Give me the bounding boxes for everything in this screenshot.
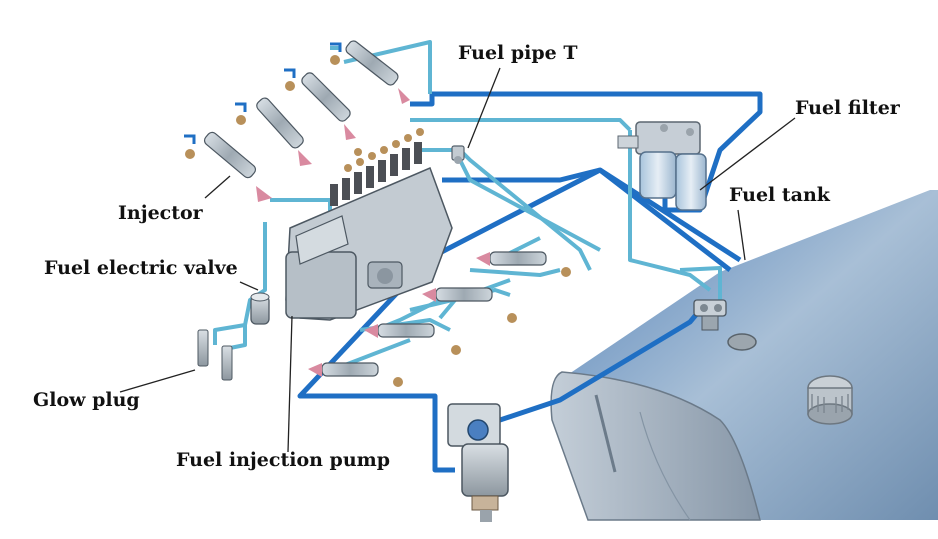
- injector: [301, 72, 356, 140]
- label-glow-plug: Glow plug: [33, 389, 140, 411]
- label-fuel-filter: Fuel filter: [795, 97, 900, 119]
- injector-return-fittings: [184, 42, 342, 159]
- injectors-lower: [308, 251, 571, 387]
- pump-fittings: [344, 128, 424, 172]
- label-fuel-pipe-t: Fuel pipe T: [458, 42, 578, 64]
- fuel-tank: [550, 190, 938, 521]
- pump-delivery-valves: [330, 142, 422, 206]
- fuel-filter: [617, 121, 707, 211]
- fuel-pipe-t: [451, 145, 465, 164]
- injector: [422, 287, 517, 323]
- water-separator: [447, 403, 509, 522]
- tank-sender: [693, 299, 727, 331]
- injector: [364, 323, 461, 355]
- label-fuel-tank: Fuel tank: [729, 184, 830, 206]
- label-injector: Injector: [118, 202, 203, 224]
- injectors-upper: [184, 40, 410, 202]
- fuel-electric-valve: [250, 292, 270, 325]
- injector: [308, 362, 403, 387]
- leader-lines: [119, 67, 796, 453]
- label-fuel-injection-pump: Fuel injection pump: [176, 449, 391, 471]
- fuel-pipes-light: [213, 40, 722, 367]
- fuel-injection-pump: [285, 128, 453, 321]
- injector: [256, 97, 312, 166]
- injector: [476, 251, 571, 277]
- label-fuel-electric-valve: Fuel electric valve: [44, 257, 238, 279]
- injector: [203, 131, 272, 202]
- injector: [345, 40, 410, 104]
- glow-plugs: [197, 329, 233, 381]
